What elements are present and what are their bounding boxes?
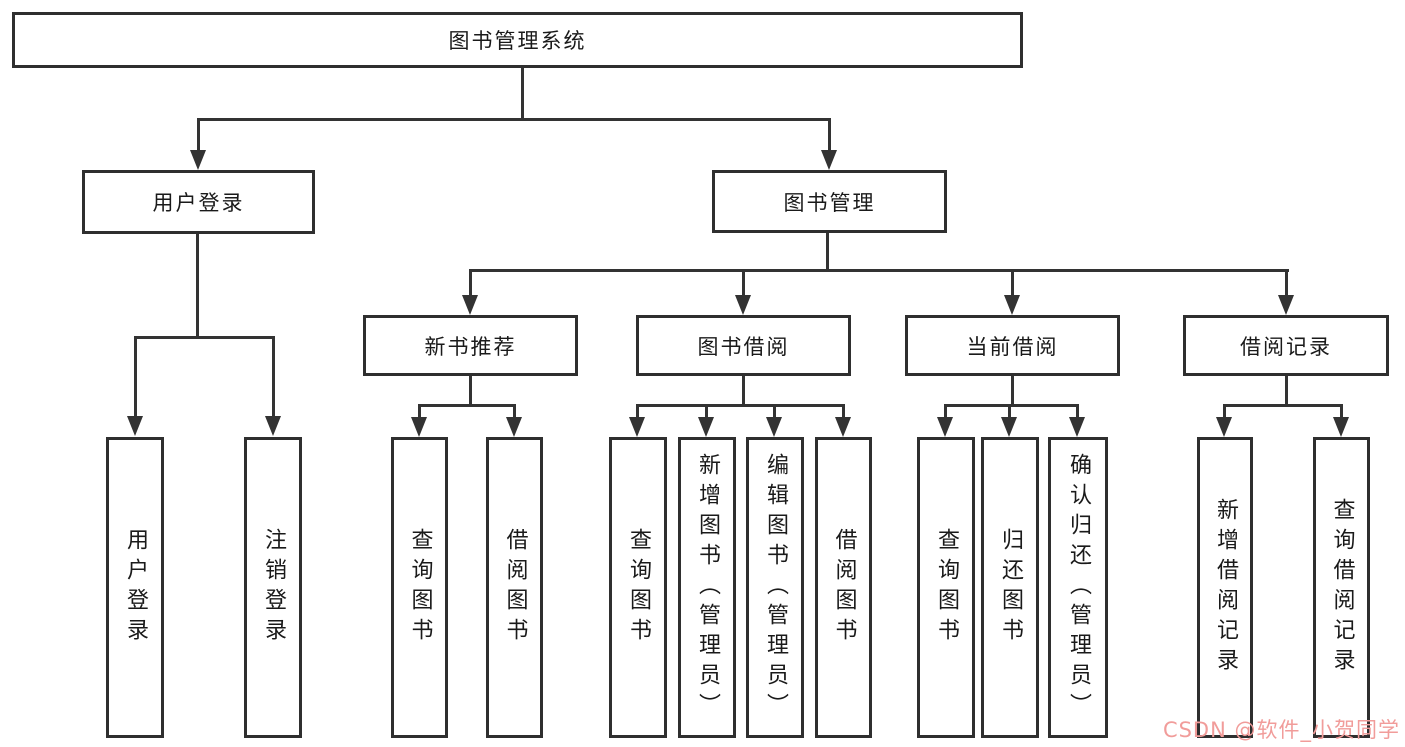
connector-rail (944, 404, 1079, 407)
arrow-down-icon (1278, 295, 1294, 315)
leaf-confirm-return-admin-label: 确认归还（管理员） (1066, 452, 1091, 723)
node-current-borrowing: 当前借阅 (905, 315, 1120, 376)
leaf-edit-book-admin-label: 编辑图书（管理员） (763, 452, 788, 723)
connector-arrow-stem (636, 404, 639, 419)
leaf-add-borrow-record: 新增借阅记录 (1197, 437, 1253, 738)
leaf-add-book-admin: 新增图书（管理员） (678, 437, 736, 738)
connector-arrow-stem (1285, 269, 1288, 297)
connector-trunk (1011, 376, 1014, 407)
connector-rail (636, 404, 845, 407)
arrow-down-icon (937, 417, 953, 437)
arrow-down-icon (265, 416, 281, 436)
connector-arrow-stem (742, 269, 745, 297)
connector-arrow-stem (1340, 404, 1343, 419)
leaf-edit-book-admin: 编辑图书（管理员） (746, 437, 804, 738)
connector-trunk (742, 376, 745, 407)
arrow-down-icon (629, 417, 645, 437)
connector-arrow-stem (705, 404, 708, 419)
node-book-borrowing-label: 图书借阅 (697, 334, 790, 359)
connector-arrow-stem (134, 336, 137, 417)
leaf-query-borrow-record-label: 查询借阅记录 (1329, 497, 1355, 678)
connector-arrow-stem (1011, 269, 1014, 297)
node-new-book-recommend: 新书推荐 (363, 315, 578, 376)
leaf-query-books-current: 查询图书 (917, 437, 975, 738)
leaf-borrow-books-recommend: 借阅图书 (486, 437, 543, 738)
arrow-down-icon (766, 417, 782, 437)
arrow-down-icon (1333, 417, 1349, 437)
connector-level3-rail (469, 269, 1289, 272)
node-book-borrowing: 图书借阅 (636, 315, 851, 376)
leaf-add-borrow-record-label: 新增借阅记录 (1213, 497, 1238, 678)
leaf-query-books-borrowing-label: 查询图书 (626, 527, 651, 648)
arrow-down-icon (1069, 417, 1085, 437)
node-root-library-system: 图书管理系统 (12, 12, 1023, 68)
connector-arrow-stem (197, 118, 200, 152)
leaf-add-book-admin-label: 新增图书（管理员） (695, 452, 720, 723)
leaf-return-book: 归还图书 (981, 437, 1039, 738)
connector-rail (1223, 404, 1343, 407)
arrow-down-icon (835, 417, 851, 437)
connector-arrow-stem (513, 404, 516, 419)
leaf-query-books-recommend-label: 查询图书 (407, 527, 433, 648)
csdn-watermark: CSDN @软件_小贺同学 (1162, 718, 1400, 742)
arrow-down-icon (411, 417, 427, 437)
connector-rail (418, 404, 516, 407)
leaf-borrow-books-borrowing: 借阅图书 (815, 437, 872, 738)
node-borrowing-records: 借阅记录 (1183, 315, 1389, 376)
arrow-down-icon (462, 295, 478, 315)
leaf-borrow-books-recommend-label: 借阅图书 (502, 527, 528, 648)
arrow-down-icon (1001, 417, 1017, 437)
connector-arrow-stem (469, 269, 472, 297)
leaf-query-books-recommend: 查询图书 (391, 437, 448, 738)
leaf-query-borrow-record: 查询借阅记录 (1313, 437, 1370, 738)
connector-arrow-stem (828, 118, 831, 152)
arrow-down-icon (190, 150, 206, 170)
arrow-down-icon (506, 417, 522, 437)
connector-user-login-rail (134, 336, 275, 339)
leaf-logout: 注销登录 (244, 437, 302, 738)
connector-arrow-stem (944, 404, 947, 419)
node-book-management-label: 图书管理 (783, 190, 876, 215)
connector-arrow-stem (773, 404, 776, 419)
connector-trunk (469, 376, 472, 407)
arrow-down-icon (735, 295, 751, 315)
leaf-user-login: 用户登录 (106, 437, 164, 738)
node-book-management: 图书管理 (712, 170, 947, 233)
connector-user-login-trunk (196, 234, 199, 339)
leaf-logout-label: 注销登录 (261, 527, 286, 648)
node-user-login-label: 用户登录 (152, 191, 245, 215)
connector-arrow-stem (1223, 404, 1226, 419)
leaf-user-login-label: 用户登录 (123, 527, 148, 648)
connector-root-trunk (521, 68, 524, 121)
connector-level2-rail (197, 118, 831, 121)
arrow-down-icon (1216, 417, 1232, 437)
node-user-login: 用户登录 (82, 170, 315, 234)
node-borrowing-records-label: 借阅记录 (1240, 334, 1332, 359)
connector-arrow-stem (1008, 404, 1011, 419)
connector-arrow-stem (842, 404, 845, 419)
leaf-query-books-current-label: 查询图书 (934, 527, 959, 648)
connector-book-mgmt-trunk (826, 233, 829, 272)
node-current-borrowing-label: 当前借阅 (966, 334, 1059, 359)
connector-arrow-stem (272, 336, 275, 417)
node-root-label: 图书管理系统 (448, 29, 587, 53)
arrow-down-icon (821, 150, 837, 170)
connector-trunk (1285, 376, 1288, 407)
leaf-return-book-label: 归还图书 (998, 527, 1023, 648)
connector-arrow-stem (418, 404, 421, 419)
arrow-down-icon (698, 417, 714, 437)
arrow-down-icon (1004, 295, 1020, 315)
connector-arrow-stem (1076, 404, 1079, 419)
leaf-confirm-return-admin: 确认归还（管理员） (1048, 437, 1108, 738)
arrow-down-icon (127, 416, 143, 436)
leaf-borrow-books-borrowing-label: 借阅图书 (831, 527, 857, 648)
leaf-query-books-borrowing: 查询图书 (609, 437, 667, 738)
node-new-book-recommend-label: 新书推荐 (424, 334, 517, 359)
